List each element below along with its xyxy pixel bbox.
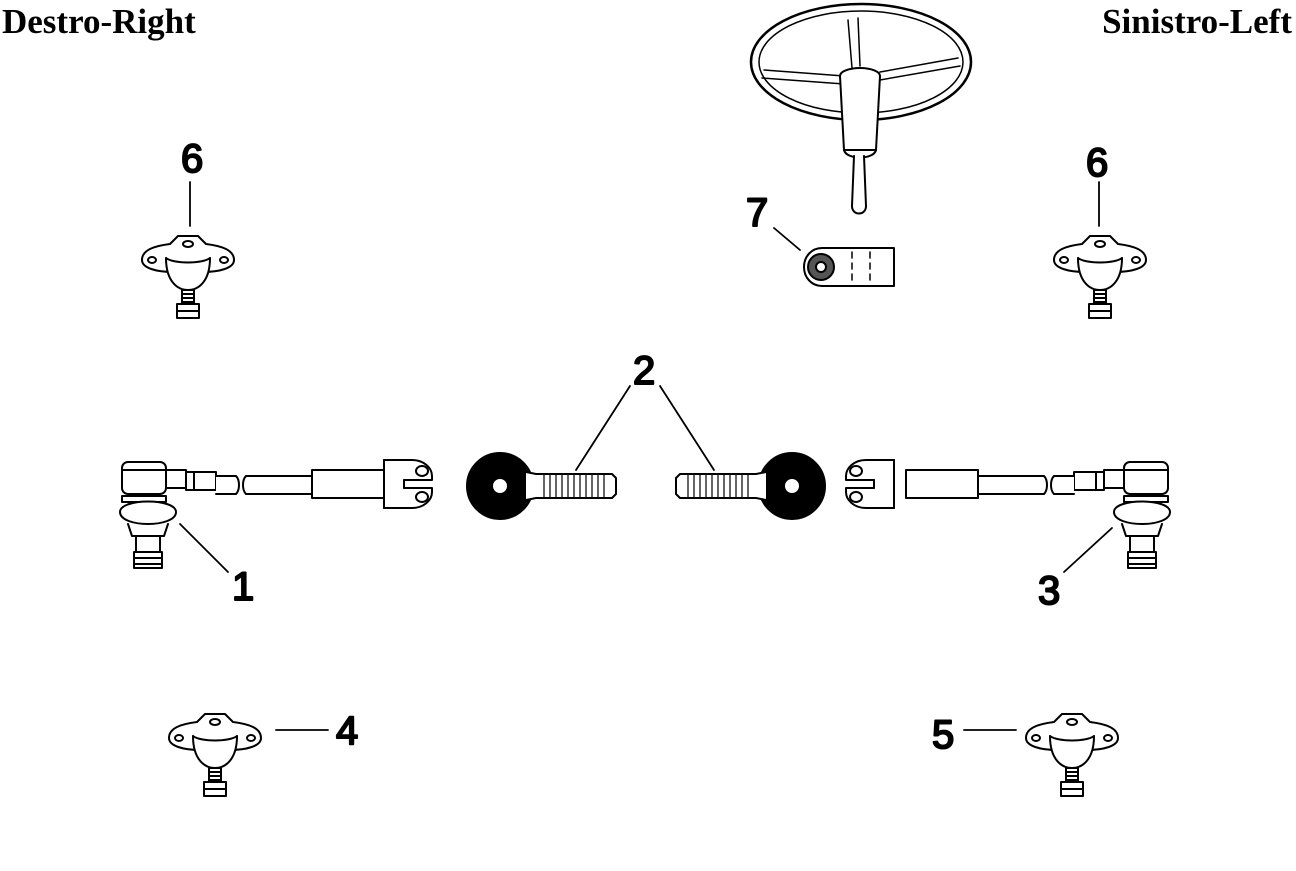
track-rod-left xyxy=(845,459,1171,569)
ball-joint-6-right xyxy=(141,235,235,319)
callout-4: 4 xyxy=(336,709,358,753)
ball-joint-5 xyxy=(1025,713,1119,797)
steering-wheel xyxy=(751,4,971,214)
ball-joint-4 xyxy=(168,713,262,797)
callout-5: 5 xyxy=(932,713,954,757)
rod-eye-right xyxy=(466,452,617,520)
heading-destro-right: Destro-Right xyxy=(2,2,196,41)
rod-eye-left xyxy=(675,452,826,520)
track-rod-right xyxy=(119,459,433,569)
heading-sinistro-left: Sinistro-Left xyxy=(1102,2,1292,41)
ball-joint-6-left xyxy=(1053,235,1147,319)
leader-lines xyxy=(180,182,1112,730)
callout-6-left: 6 xyxy=(1086,141,1108,185)
callout-6-right: 6 xyxy=(181,137,203,181)
callout-7: 7 xyxy=(746,191,768,235)
clamp-part xyxy=(804,248,894,286)
callout-1: 1 xyxy=(232,565,254,609)
callout-3: 3 xyxy=(1038,569,1060,613)
callout-2: 2 xyxy=(633,349,655,393)
